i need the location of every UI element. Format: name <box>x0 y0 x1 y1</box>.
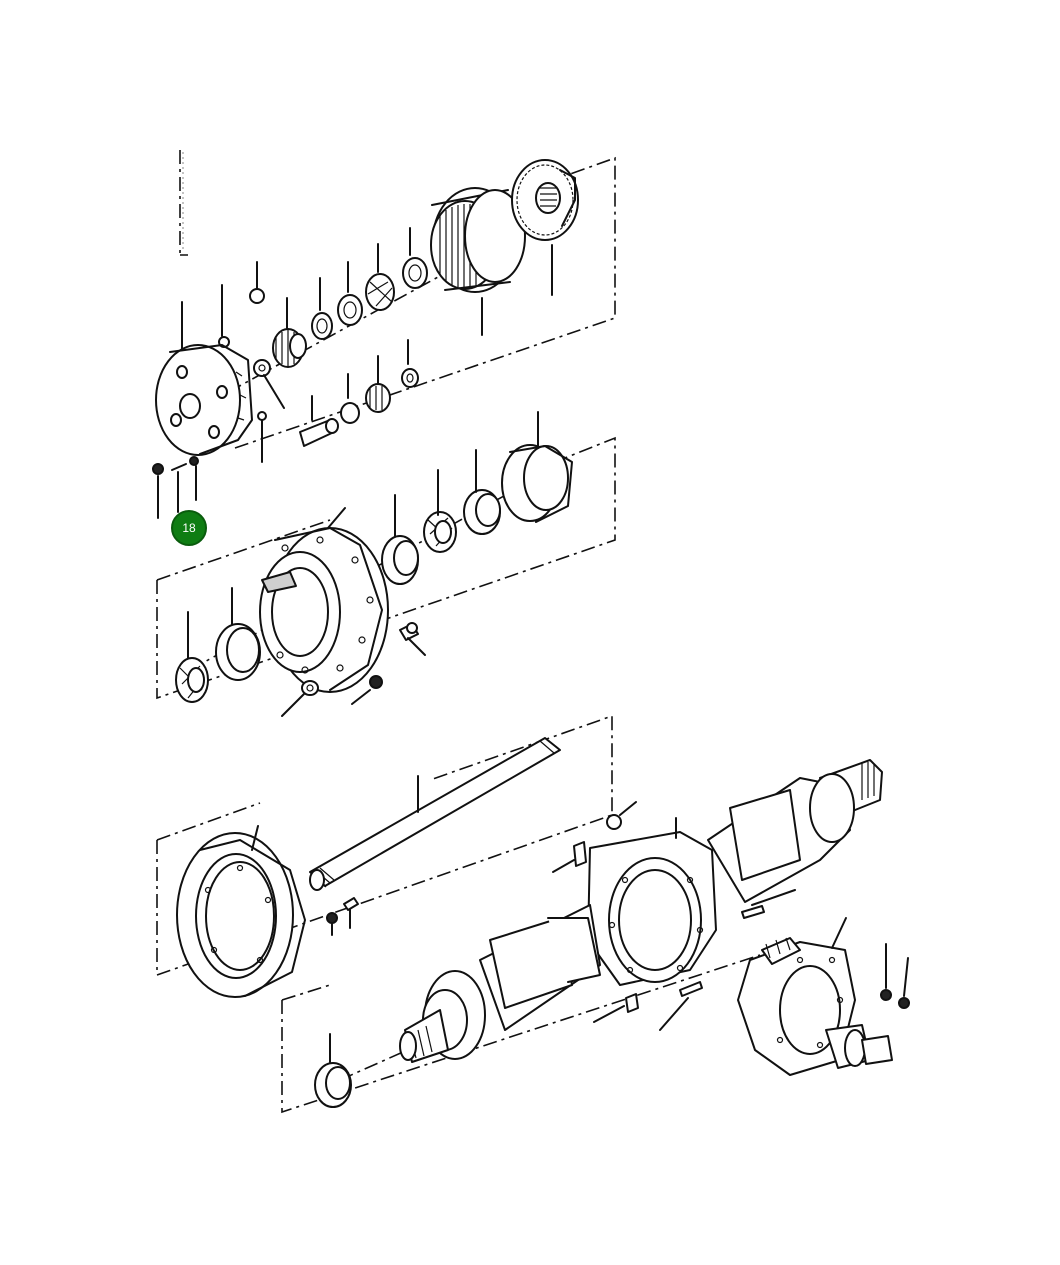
callout-18-label: 18 <box>182 521 196 535</box>
planet-shaft[interactable] <box>299 418 339 447</box>
drum-bolt[interactable] <box>343 897 359 911</box>
frame-dash-housing-top <box>281 984 331 1001</box>
planet-carrier[interactable] <box>155 344 253 456</box>
dowel-pin-right[interactable] <box>741 905 765 919</box>
carrier-nut-a[interactable] <box>880 989 892 1001</box>
breather[interactable] <box>606 814 622 830</box>
thrust-washer[interactable] <box>401 368 419 388</box>
spider-gear[interactable] <box>511 159 579 241</box>
hub-nut-right[interactable] <box>369 675 383 689</box>
axle-housing[interactable] <box>399 759 883 1063</box>
axle-housing-group <box>281 759 910 1114</box>
spindle-seal[interactable] <box>314 1062 352 1108</box>
leader-fill-plug <box>552 859 575 873</box>
leader-carrier-nut-b <box>903 957 909 997</box>
frame-dash-middle <box>156 436 616 700</box>
outer-bearing-cone[interactable] <box>423 511 457 553</box>
wheel-stud[interactable] <box>399 622 419 641</box>
leader-dowel-right <box>751 889 796 906</box>
small-cap[interactable] <box>249 288 265 304</box>
wheel-hub-group <box>156 411 616 717</box>
inner-bearing-cone[interactable] <box>175 657 209 703</box>
leader-breather <box>619 801 637 816</box>
brake-drum[interactable] <box>176 832 306 998</box>
fill-plug[interactable] <box>573 841 587 867</box>
differential-carrier[interactable] <box>737 937 893 1076</box>
frame-bracket <box>179 150 188 256</box>
outer-bearing-race[interactable] <box>463 489 501 535</box>
leader-dowel-left <box>659 997 689 1031</box>
hub-seal[interactable] <box>215 623 261 681</box>
axle-shaft-group <box>156 714 613 998</box>
leader-hub-nut-left <box>281 693 305 717</box>
hub-cup[interactable] <box>501 444 573 523</box>
ring-gear[interactable] <box>430 187 526 293</box>
drum-nut[interactable] <box>326 912 338 924</box>
callout-18[interactable]: 18 <box>171 510 207 546</box>
leader-diff-carrier <box>831 917 847 949</box>
leader-hub-nut-right <box>351 689 371 705</box>
frame-dash-axle <box>156 714 613 977</box>
drain-plug[interactable] <box>625 993 639 1013</box>
planetary-hub-group: 18 <box>152 150 616 546</box>
bolt-group[interactable] <box>152 456 199 475</box>
inner-bearing-cup[interactable] <box>381 535 419 585</box>
frame-dash-housing <box>281 954 761 1114</box>
leader-brake-drum <box>251 825 259 851</box>
wheel-hub[interactable] <box>259 527 389 693</box>
frame-dash-upper <box>234 156 616 449</box>
lock-nut[interactable] <box>337 294 363 326</box>
leader-wheel-hub <box>327 507 346 529</box>
needle-bearing[interactable] <box>365 383 391 413</box>
seal-ring[interactable] <box>311 312 333 340</box>
dowel-pin-left[interactable] <box>679 981 703 997</box>
pin-small[interactable] <box>257 411 267 421</box>
frame-dash-axle-top <box>156 802 261 841</box>
planet-gear[interactable] <box>272 328 307 368</box>
axle-shaft[interactable] <box>309 737 561 891</box>
leader-drain-plug <box>593 1005 625 1023</box>
frame-dash-middle-top <box>156 519 331 581</box>
leader-retaining-ring <box>263 374 285 409</box>
leader-wheel-stud <box>407 637 426 656</box>
spacer[interactable] <box>340 402 360 424</box>
thrust-washer-top[interactable] <box>402 257 428 289</box>
leader-bolts <box>157 465 197 519</box>
bearing-race-top[interactable] <box>365 273 395 311</box>
retaining-ring[interactable] <box>253 359 271 377</box>
hub-nut-left[interactable] <box>301 680 319 696</box>
carrier-nut-b[interactable] <box>898 997 910 1009</box>
